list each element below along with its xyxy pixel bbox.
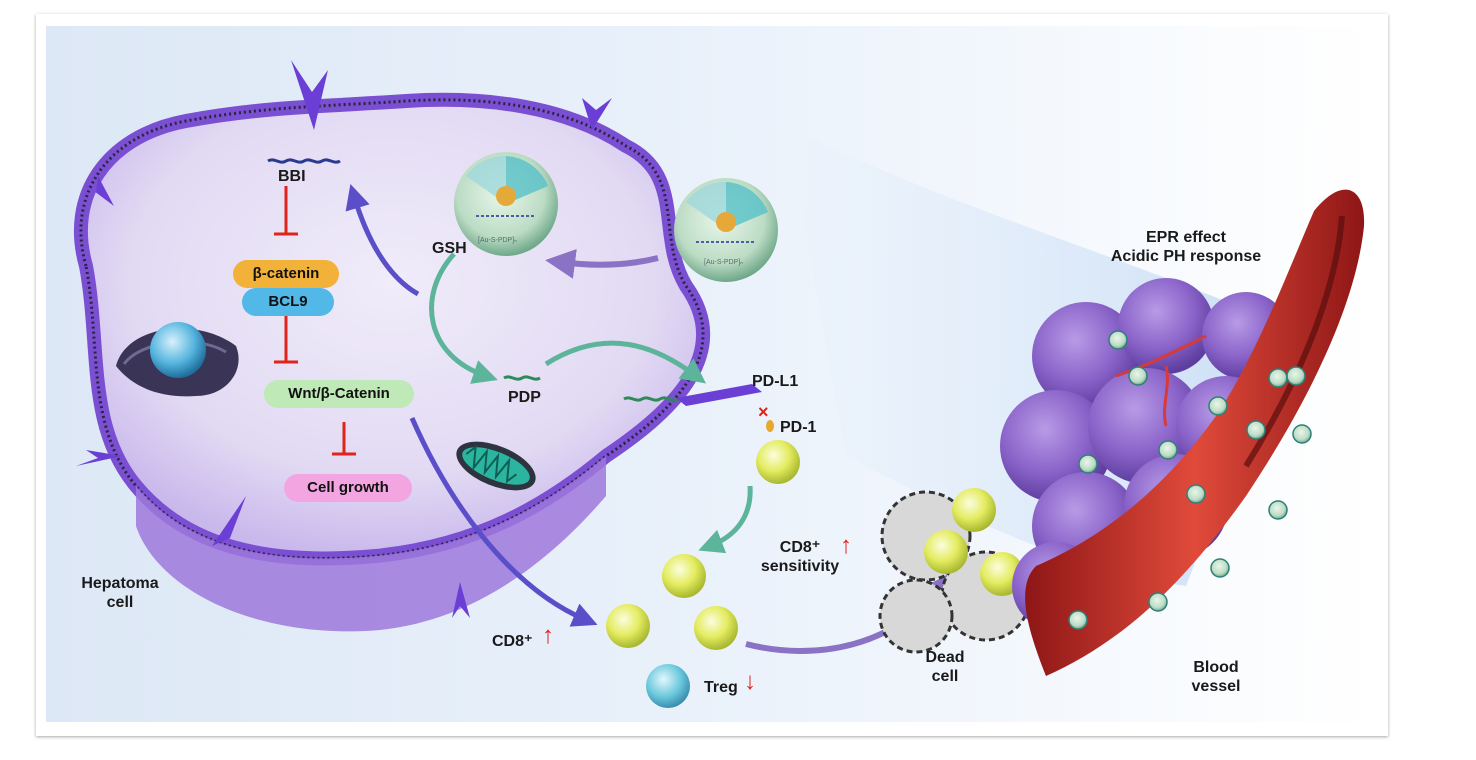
- label-hepatoma-line1: Hepatoma: [81, 575, 159, 592]
- receptor-icon: [291, 60, 328, 130]
- arrow-to-bbi: [345, 184, 420, 297]
- label-gsh: GSH: [432, 240, 467, 257]
- pd-l1-receptor: [676, 384, 762, 406]
- nanoparticle-icon: [454, 152, 558, 256]
- label-cd8-sensitivity-line2: sensitivity: [760, 558, 840, 575]
- pill-beta-catenin: β-catenin: [233, 260, 339, 288]
- arrow-gsh-to-pdp: [429, 252, 498, 384]
- label-epr-line2: Acidic PH response: [1110, 248, 1262, 265]
- pdp-bound-molecule: [623, 396, 679, 402]
- label-nanoparticle-1: [Au-S-PDP]ₙ: [478, 237, 517, 244]
- t-cell-icon: [694, 606, 738, 650]
- mitochondrion-icon: [456, 441, 536, 491]
- arrow-np-entry: [545, 249, 659, 279]
- membrane-lower: [136, 456, 606, 632]
- bbi-molecule: [267, 158, 341, 164]
- receptor-icon: [212, 496, 246, 546]
- up-arrow-icon: ↑: [840, 532, 852, 559]
- label-treg: Treg: [704, 679, 738, 696]
- membrane-outline: [79, 98, 705, 560]
- arrow-to-cd8: [409, 417, 598, 627]
- receptor-icon: [82, 176, 114, 206]
- label-vessel-line1: Blood: [1193, 659, 1239, 676]
- pill-bcl9: BCL9: [242, 288, 334, 316]
- figure-panel: ×: [46, 26, 1376, 722]
- t-cell-icon: [756, 440, 800, 484]
- treg-cell-icon: [646, 664, 690, 708]
- label-cd8-sensitivity: CD8⁺ sensitivity: [758, 538, 842, 576]
- blood-vessel-icon: [1025, 189, 1365, 676]
- label-cd8: CD8⁺: [492, 633, 533, 650]
- nucleus-icon: [116, 322, 239, 397]
- down-arrow-icon: ↓: [744, 668, 756, 695]
- label-dead-line1: Dead: [925, 649, 965, 666]
- arrow-pd1-to-tcells: [698, 485, 753, 554]
- label-blood-vessel: Blood vessel: [1186, 658, 1246, 696]
- label-epr: EPR effect Acidic PH response: [1098, 228, 1274, 266]
- block-cross-icon: ×: [758, 402, 769, 422]
- label-dead-cell: Dead cell: [920, 648, 970, 686]
- label-pd-l1: PD-L1: [752, 373, 799, 390]
- pdp-molecule: [503, 375, 541, 381]
- label-hepatoma-cell: Hepatoma cell: [80, 574, 160, 612]
- pd-1-receptor: [766, 420, 774, 432]
- receptor-icon: [76, 450, 122, 466]
- label-dead-line2: cell: [931, 668, 959, 685]
- label-cd8-sensitivity-line1: CD8⁺: [779, 539, 821, 556]
- label-vessel-line2: vessel: [1191, 678, 1241, 695]
- label-pdp: PDP: [508, 389, 541, 406]
- receptor-icon: [452, 582, 470, 618]
- t-cell-icon: [662, 554, 706, 598]
- pill-wnt: Wnt/β-Catenin: [264, 380, 414, 408]
- nanoparticle-icon: [674, 178, 778, 282]
- t-cell-icon: [606, 604, 650, 648]
- label-nanoparticle-2: [Au-S-PDP]ₙ: [704, 259, 743, 266]
- circulating-nanoparticles: [1068, 330, 1312, 630]
- dead-cell-icon: [878, 488, 1032, 654]
- diagram-canvas: ×: [73, 60, 1365, 708]
- label-bbi: BBI: [278, 168, 306, 185]
- pill-cell-growth: Cell growth: [284, 474, 412, 502]
- label-epr-line1: EPR effect: [1145, 229, 1227, 246]
- label-hepatoma-line2: cell: [106, 594, 134, 611]
- arrow-pdp-to-pdl1: [544, 340, 707, 384]
- receptor-icon: [582, 98, 612, 130]
- vessel-lumen: [1243, 215, 1345, 468]
- label-pd-1: PD-1: [780, 419, 817, 436]
- inhibition-marks: [274, 186, 356, 456]
- up-arrow-icon: ↑: [542, 622, 554, 649]
